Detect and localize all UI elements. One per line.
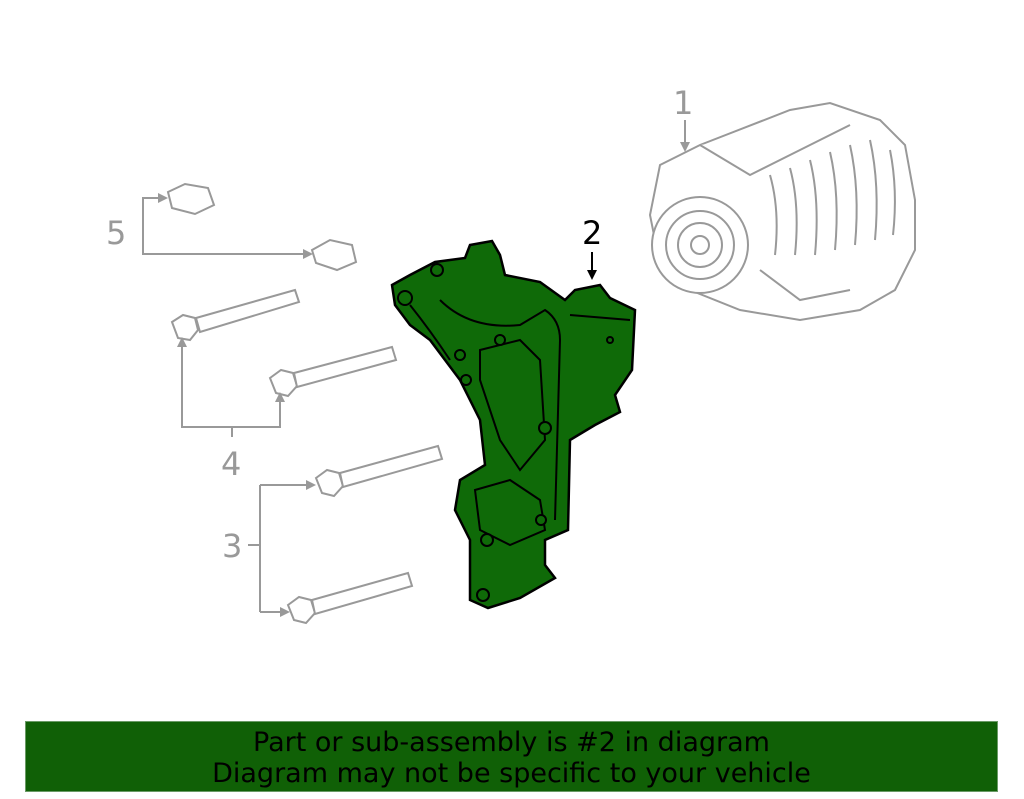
arrow-icon [587,270,597,280]
bolt-drawing[interactable] [170,288,398,398]
callout-5[interactable]: 5 [106,214,126,252]
alternator-drawing[interactable] [648,101,916,322]
arrow-icon [158,193,316,617]
nut-drawing[interactable] [166,182,358,272]
bracket-drawing[interactable] [390,239,637,610]
callout-1[interactable]: 1 [673,84,693,122]
callout-4[interactable]: 4 [221,445,241,483]
callout-leaders [142,197,308,613]
banner-line-2: Diagram may not be specific to your vehi… [212,758,811,789]
arrow-icon [680,142,690,152]
disclaimer-banner: Part or sub-assembly is #2 in diagram Di… [25,721,998,792]
callout-3[interactable]: 3 [222,527,242,565]
banner-line-1: Part or sub-assembly is #2 in diagram [253,727,770,758]
callout-2[interactable]: 2 [582,214,602,252]
bolt-drawing[interactable] [286,444,444,625]
